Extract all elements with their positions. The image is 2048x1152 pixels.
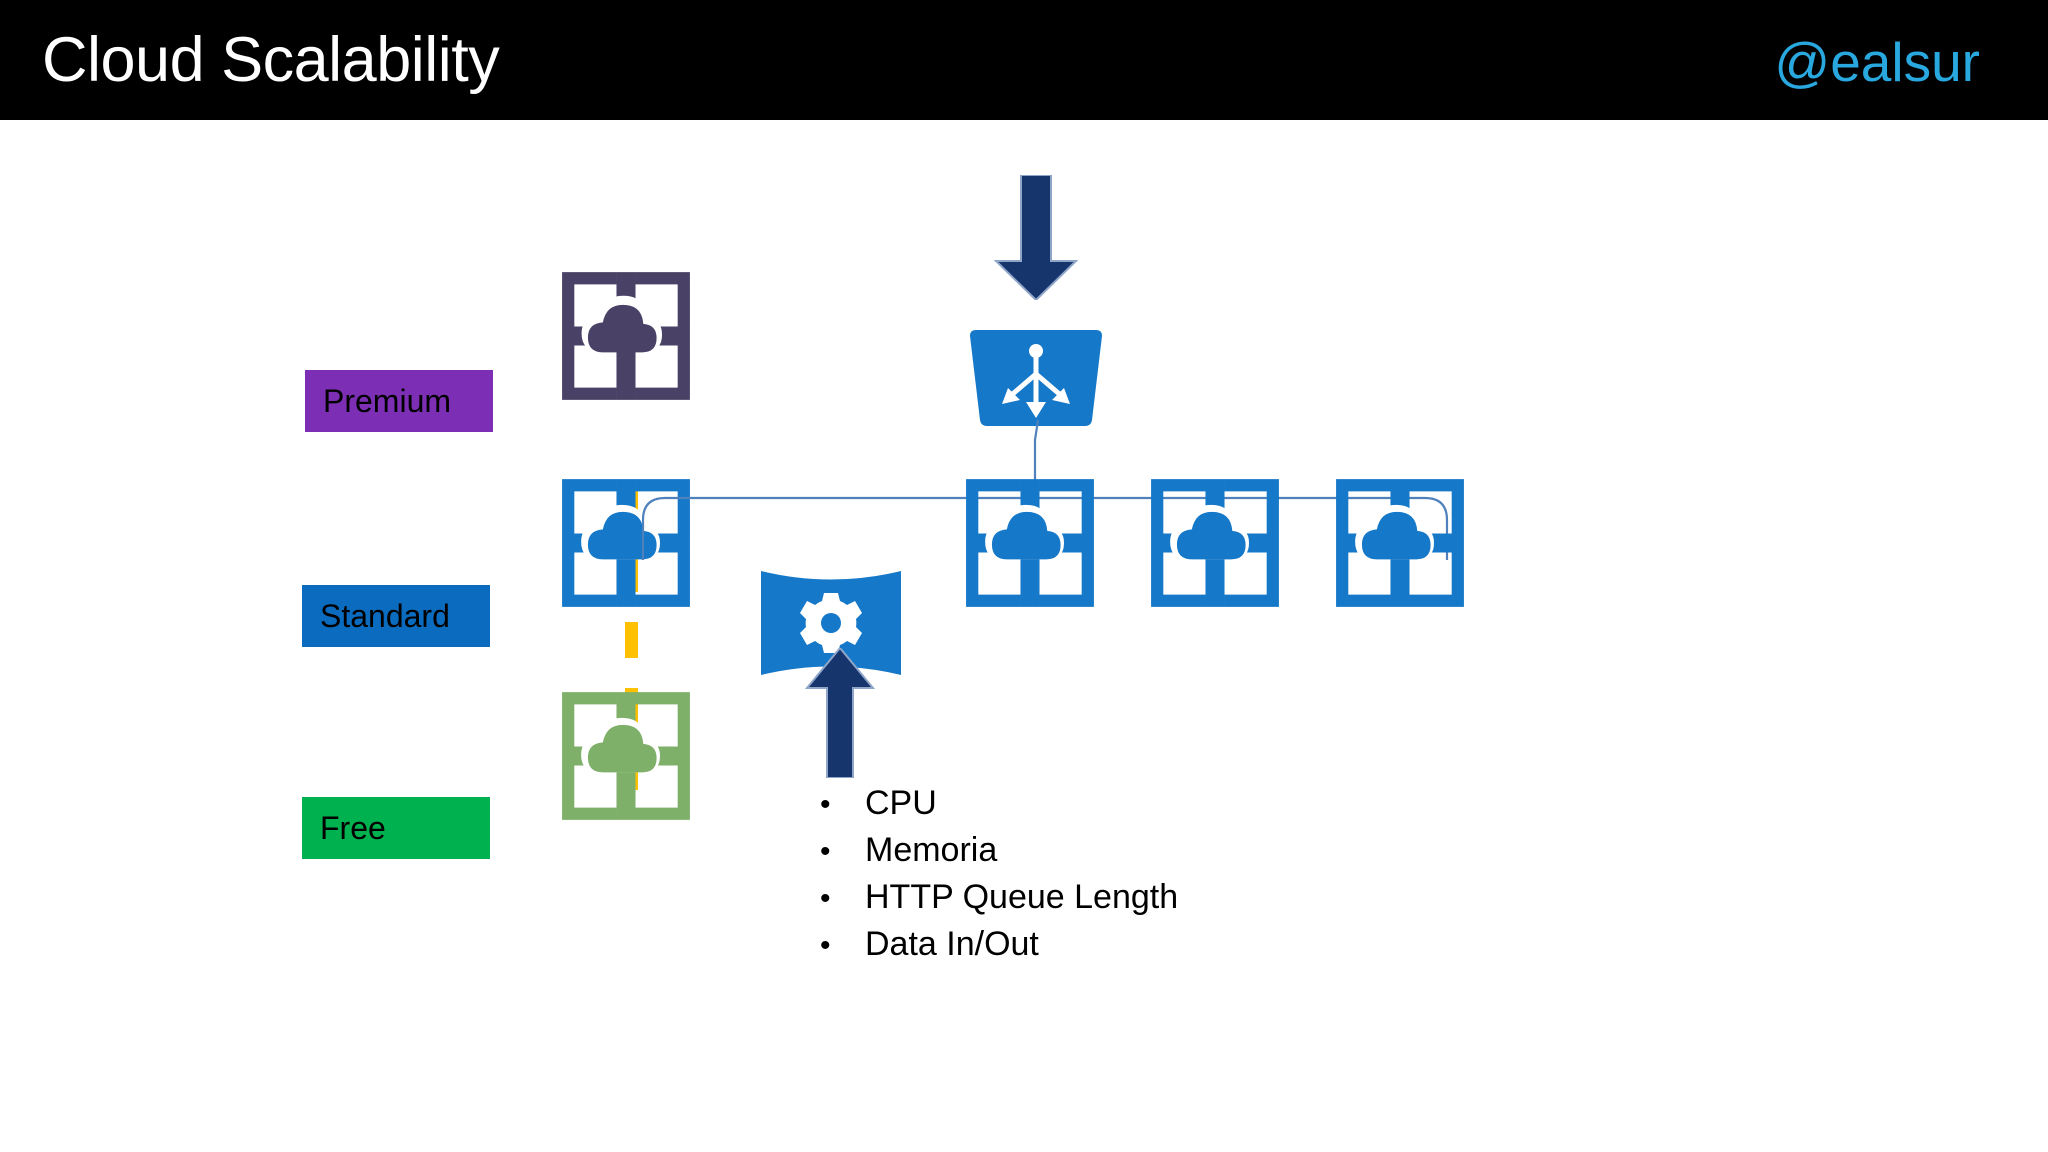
author-handle: @ealsur [1774,31,1980,93]
cloud-instance-1 [962,475,1098,611]
list-item: • CPU [820,780,1520,827]
list-item: • Memoria [820,827,1520,874]
page-title: Cloud Scalability [42,25,500,95]
autoscale-gear-icon [758,568,904,678]
bullet-glyph: • [820,882,831,915]
slide-header: Cloud Scalability @ealsur [0,0,2048,120]
cloud-service-standard-icon [558,475,694,611]
scale-out-arrow-up [804,646,876,779]
diagram-canvas: Premium Standard Free [0,120,2048,1152]
metric-label: Memoria [865,831,998,869]
tier-badge-premium: Premium [305,370,493,432]
load-balancer-icon [962,328,1110,428]
bullet-glyph: • [820,788,831,821]
cloud-service-premium-icon [558,268,694,404]
cloud-instance-3 [1332,475,1468,611]
cloud-service-free-icon [558,688,694,824]
list-item: • HTTP Queue Length [820,874,1520,921]
tier-badge-free-label: Free [320,810,386,846]
list-item: • Data In/Out [820,921,1520,968]
tier-badge-standard-label: Standard [320,598,450,634]
ingress-arrow-down [988,174,1084,302]
metric-label: CPU [865,784,937,822]
cloud-instance-2 [1147,475,1283,611]
metric-label: Data In/Out [865,925,1039,963]
metric-label: HTTP Queue Length [865,878,1179,916]
bullet-glyph: • [820,929,831,962]
tier-badge-free: Free [302,797,490,859]
autoscale-metrics-list: • CPU • Memoria • HTTP Queue Length • Da… [820,780,1520,968]
tier-badge-premium-label: Premium [323,383,452,419]
tier-badge-standard: Standard [302,585,490,647]
bullet-glyph: • [820,835,831,868]
load-balancer-connector [640,419,1450,560]
